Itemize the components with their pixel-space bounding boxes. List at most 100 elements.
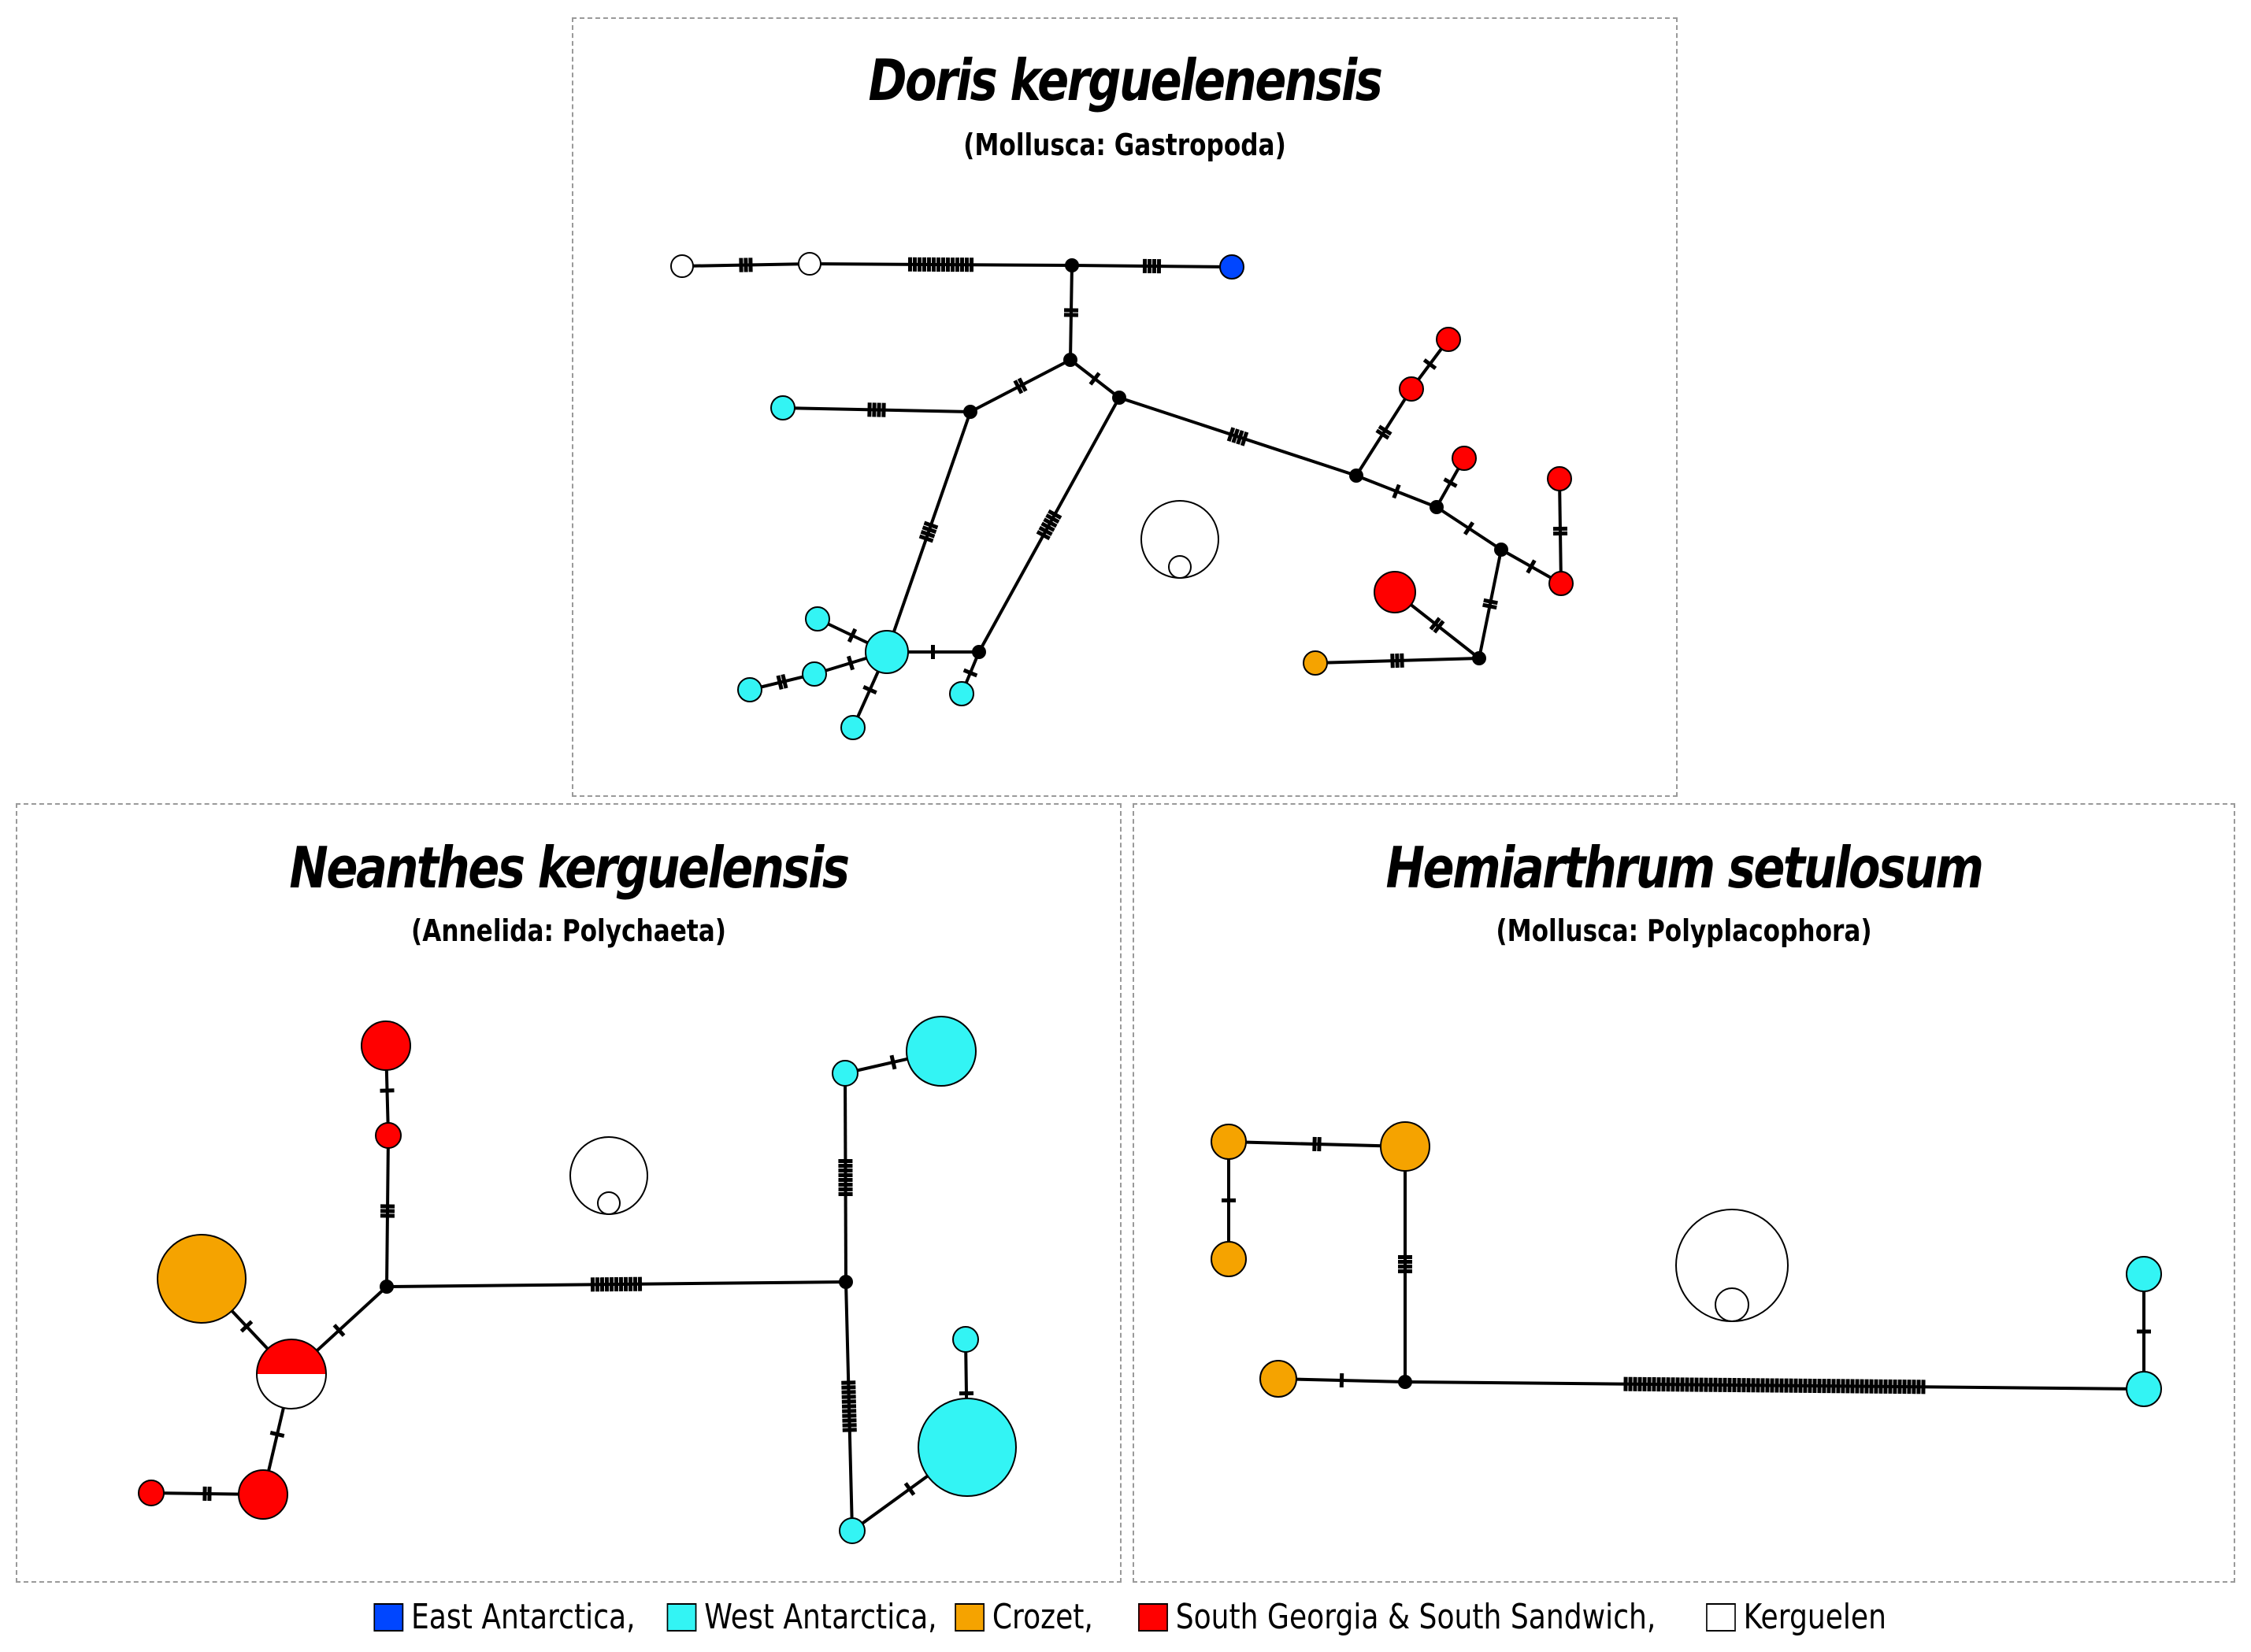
haplotype-node: [918, 1398, 1017, 1497]
mutation-tick: [1045, 513, 1060, 524]
network-edge: [1558, 478, 1563, 584]
median-vector-node: [972, 645, 986, 659]
mutation-tick: [920, 530, 936, 539]
mutation-tick: [1013, 380, 1024, 394]
network-edge: [1118, 396, 1357, 477]
median-vector-node: [380, 1280, 394, 1294]
haplotype-node: [1219, 254, 1244, 280]
mutation-tick: [1240, 431, 1249, 446]
mutation-tick: [1443, 477, 1458, 488]
haplotype-node: [138, 1480, 165, 1506]
legend-swatch-kerguelen: [1706, 1602, 1736, 1632]
mutation-tick: [1226, 427, 1236, 443]
haplotype-node: [1436, 327, 1461, 352]
haplotype-node: [157, 1234, 247, 1324]
haplotype-node: [2126, 1256, 2162, 1292]
haplotype-node: [949, 681, 974, 706]
legend-item-crozet: Crozet,: [955, 1597, 1094, 1637]
haplotype-node: [802, 661, 827, 687]
mutation-tick: [889, 1054, 897, 1070]
mutation-tick: [1036, 530, 1051, 541]
network-edge: [844, 1072, 847, 1283]
size-scale-small-circle: [597, 1191, 621, 1215]
median-vector-node: [1349, 469, 1363, 483]
mutation-tick: [1433, 620, 1445, 634]
mutation-tick: [1483, 598, 1498, 606]
legend-swatch-east-antarctica: [373, 1602, 404, 1632]
mutation-tick: [1429, 617, 1441, 631]
panel-doris-kerguelenensis: Doris kerguelenensis (Mollusca: Gastropo…: [572, 17, 1678, 797]
network-edge: [1404, 1380, 2145, 1391]
mutation-tick: [332, 1324, 346, 1337]
mutation-tick: [1400, 653, 1404, 668]
mutation-tick: [776, 675, 784, 691]
legend-swatch-crozet: [955, 1602, 985, 1632]
mutation-tick: [1017, 377, 1028, 392]
panel-title-doris: Doris kerguelenensis: [868, 47, 1383, 113]
panel-title-neanthes: Neanthes kerguelensis: [289, 835, 850, 901]
mutation-tick: [1088, 372, 1101, 386]
network-edge: [1228, 1140, 1406, 1148]
size-scale-large-circle: [1675, 1209, 1789, 1322]
haplotype-node: [2126, 1371, 2162, 1407]
haplotype-node: [1399, 376, 1424, 402]
haplotype-network-doris: [670, 252, 1574, 740]
haplotype-node: [1211, 1241, 1247, 1277]
network-edge: [977, 397, 1121, 653]
haplotype-node: [1548, 571, 1574, 596]
haplotype-node: [840, 715, 866, 740]
panel-neanthes-kerguelensis: Neanthes kerguelensis (Annelida: Polycha…: [16, 803, 1122, 1583]
median-vector-node: [1472, 651, 1486, 665]
size-scale-large-circle: [569, 1136, 648, 1215]
haplotype-node: [670, 254, 694, 278]
mutation-tick: [1236, 430, 1244, 445]
network-edge: [970, 358, 1071, 413]
panel-subtitle-doris: (Mollusca: Gastropoda): [963, 128, 1286, 162]
mutation-tick: [847, 628, 858, 643]
haplotype-node: [832, 1060, 858, 1087]
haplotype-node: [906, 1016, 977, 1087]
legend-item-west-antarctica: West Antarctica,: [666, 1597, 937, 1637]
mutation-tick: [1048, 509, 1062, 520]
legend-label-crozet: Crozet,: [992, 1597, 1094, 1637]
haplotype-node: [1547, 466, 1572, 491]
median-vector-node: [963, 405, 977, 419]
network-edge: [1071, 264, 1233, 269]
haplotype-node: [805, 606, 830, 632]
median-vector-node: [1430, 500, 1444, 514]
legend-item-east-antarctica: East Antarctica,: [373, 1597, 636, 1637]
haplotype-node: [770, 395, 795, 420]
network-edge: [885, 411, 972, 653]
median-vector-node: [1065, 258, 1079, 272]
haplotype-network-hemiarthrum: [1211, 1121, 2162, 1407]
mutation-tick: [781, 673, 788, 689]
median-vector-node: [1398, 1375, 1412, 1389]
legend-swatch-south-georgia: [1138, 1602, 1169, 1632]
mutation-tick: [1040, 521, 1055, 532]
size-scale-large-circle: [1140, 500, 1219, 579]
haplotype-node: [1380, 1121, 1430, 1172]
mutation-tick: [1422, 358, 1437, 370]
network-edge: [809, 262, 1073, 267]
network-edge: [1069, 265, 1074, 361]
mutation-tick: [918, 534, 934, 543]
haplotype-node: [798, 252, 821, 276]
median-vector-node: [839, 1275, 853, 1289]
network-edge: [1478, 549, 1503, 659]
median-vector-node: [1063, 353, 1077, 367]
mutation-tick: [846, 655, 855, 671]
mutation-tick: [269, 1431, 285, 1438]
haplotype-node: [865, 630, 909, 674]
legend-label-west-antarctica: West Antarctica,: [704, 1597, 937, 1637]
panel-title-hemiarthrum: Hemiarthrum setulosum: [1385, 835, 1984, 901]
mutation-tick: [922, 525, 937, 534]
haplotype-node: [238, 1469, 288, 1520]
mutation-tick: [923, 520, 939, 530]
mutation-tick: [1463, 521, 1475, 535]
mutation-tick: [962, 668, 978, 678]
size-scale-small-circle: [1715, 1287, 1749, 1322]
haplotype-node: [1211, 1124, 1247, 1160]
haplotype-node: [839, 1517, 866, 1544]
legend-label-east-antarctica: East Antarctica,: [410, 1597, 636, 1637]
legend-label-kerguelen: Kerguelen: [1743, 1597, 1886, 1637]
